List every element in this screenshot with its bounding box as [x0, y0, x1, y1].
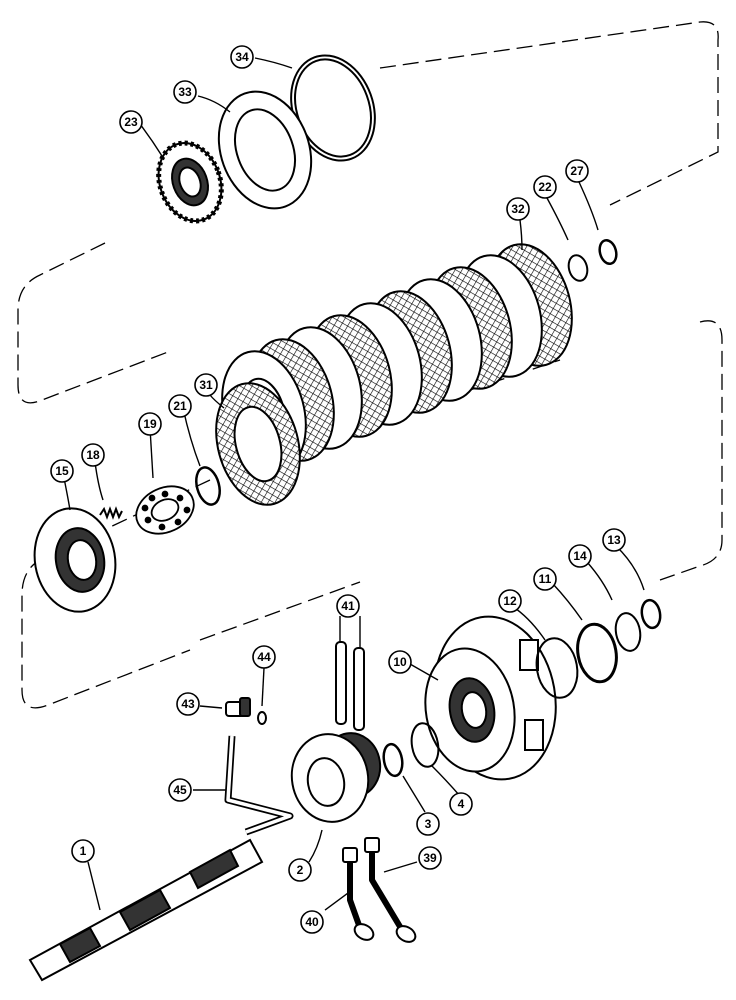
part-43-elbow-fitting	[225, 697, 251, 717]
part-18-coil-spring	[99, 506, 123, 520]
part-31-32-clutch-disc-stack	[215, 243, 573, 506]
callout-39: 39	[418, 846, 442, 870]
part-44-o-ring	[257, 711, 267, 725]
part-12-seal-ring	[535, 637, 579, 699]
part-2-manifold-housing	[290, 732, 382, 823]
svg-text:32: 32	[511, 202, 525, 216]
part-11-seal-ring	[576, 622, 618, 684]
callout-13: 13	[602, 528, 626, 552]
callout-45: 45	[168, 778, 192, 802]
part-41-dowel-pins	[335, 641, 365, 731]
callout-44: 44	[252, 645, 276, 669]
svg-text:45: 45	[173, 783, 187, 797]
callout-leader-lines	[63, 57, 645, 911]
callout-41: 41	[336, 594, 360, 618]
callout-14: 14	[568, 544, 592, 568]
svg-text:19: 19	[143, 417, 157, 431]
svg-text:15: 15	[55, 464, 69, 478]
callout-18: 18	[81, 443, 105, 467]
callout-23: 23	[119, 110, 143, 134]
svg-text:12: 12	[503, 594, 517, 608]
svg-text:34: 34	[235, 50, 249, 64]
svg-text:4: 4	[458, 797, 465, 811]
part-13-seal-ring	[640, 598, 662, 630]
part-14-seal-ring	[614, 612, 642, 652]
callout-33: 33	[173, 80, 197, 104]
callout-34: 34	[230, 45, 254, 69]
part-22-ring	[567, 254, 589, 282]
part-15-clutch-piston	[33, 507, 117, 613]
callout-19: 19	[138, 412, 162, 436]
svg-text:14: 14	[573, 549, 587, 563]
part-23-clutch-hub-gear	[156, 140, 224, 224]
callout-3: 3	[416, 812, 440, 836]
part-39-40-pipe-fittings	[342, 837, 417, 943]
callout-10: 10	[388, 650, 412, 674]
part-33-separator-plate	[217, 90, 313, 210]
svg-text:1: 1	[80, 844, 87, 858]
svg-text:11: 11	[539, 572, 552, 586]
callout-31: 31	[194, 373, 218, 397]
svg-text:39: 39	[423, 851, 437, 865]
part-3-snap-ring	[382, 742, 404, 778]
svg-text:40: 40	[305, 915, 319, 929]
callout-32: 32	[506, 197, 530, 221]
svg-text:44: 44	[257, 650, 271, 664]
callout-2: 2	[288, 858, 312, 882]
svg-text:43: 43	[181, 697, 195, 711]
callout-11: 11	[533, 567, 557, 591]
part-27-retaining-ring	[598, 238, 618, 266]
callout-12: 12	[498, 589, 522, 613]
svg-text:3: 3	[425, 817, 432, 831]
svg-text:33: 33	[178, 85, 192, 99]
svg-text:22: 22	[538, 180, 552, 194]
svg-text:23: 23	[124, 115, 138, 129]
part-4-snap-ring	[410, 722, 440, 768]
svg-text:13: 13	[607, 533, 621, 547]
callout-27: 27	[565, 159, 589, 183]
svg-text:10: 10	[393, 655, 407, 669]
svg-text:41: 41	[341, 599, 355, 613]
svg-text:31: 31	[199, 378, 213, 392]
callout-4: 4	[449, 792, 473, 816]
svg-text:27: 27	[570, 164, 584, 178]
callout-22: 22	[533, 175, 557, 199]
callout-43: 43	[176, 692, 200, 716]
callout-40: 40	[300, 910, 324, 934]
callout-15: 15	[50, 459, 74, 483]
part-21-snap-ring	[195, 466, 221, 506]
callout-1: 1	[71, 839, 95, 863]
svg-text:2: 2	[297, 863, 304, 877]
svg-text:21: 21	[173, 399, 187, 413]
callout-21: 21	[168, 394, 192, 418]
svg-text:18: 18	[86, 448, 100, 462]
part-1-input-shaft	[28, 838, 264, 982]
part-39-40-pipes	[347, 850, 405, 932]
part-45-oil-tube-inner	[226, 735, 292, 834]
part-19-spring-plate	[135, 485, 195, 535]
part-10-clutch-drum	[424, 615, 557, 781]
